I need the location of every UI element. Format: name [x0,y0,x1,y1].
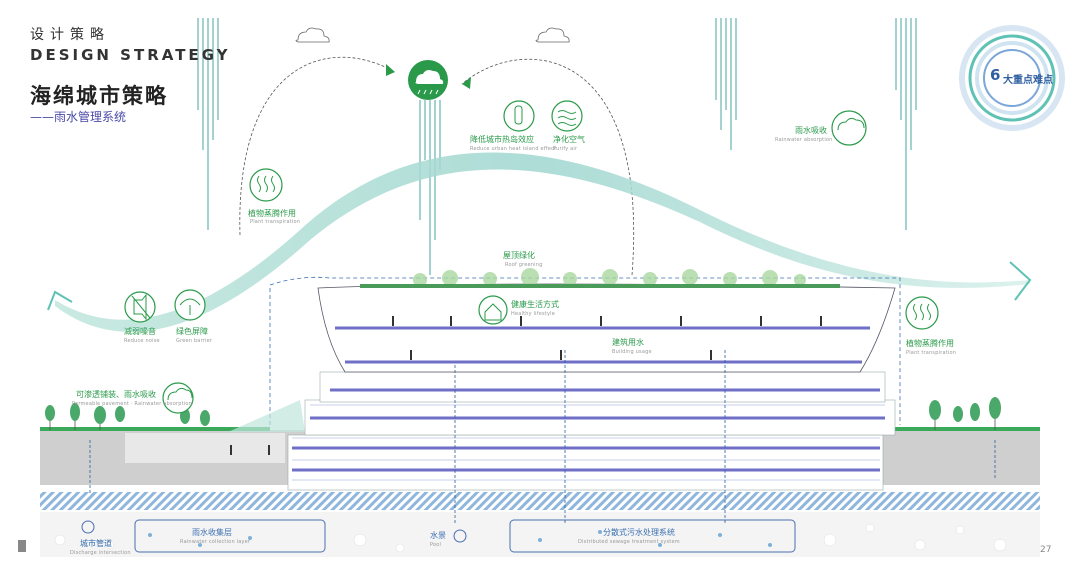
label-purify-air-en: Purify air [553,146,578,152]
label-noise: 减弱噪音 [124,327,156,336]
label-sewer: 城市管道 [80,539,112,548]
page-title: 海绵城市策略 [30,84,168,108]
page-subtitle: ——雨水管理系统 [30,110,127,124]
label-heat-island: 降低城市热岛效应 [470,135,534,144]
label-transpiration-right-en: Plant transpiration [906,350,957,356]
roof-trees [413,268,806,287]
label-rain-absorb: 雨水吸收 [795,126,827,135]
title-en: DESIGN STRATEGY [30,46,231,64]
label-sewer-en: Discharge intersection [70,550,131,556]
target-badge [959,25,1065,131]
page-number: 27 [1040,545,1052,555]
trees [45,397,1001,426]
label-storage: 雨水收集层 [192,528,232,537]
label-transpiration-right: 植物蒸腾作用 [906,339,954,348]
title-cn-small: 设计策略 [30,27,110,43]
storage-tank [134,519,326,553]
label-waterscape-en: Pool [430,542,442,548]
label-healthy-life: 健康生活方式 [511,300,559,309]
label-heat-island-en: Reduce urban heat island effect [470,146,557,152]
people [230,316,822,455]
label-green-barrier: 绿色屏障 [176,327,208,336]
cloud-icon [295,27,570,43]
drainage-arrows [89,350,996,525]
rain-lines [197,18,917,275]
label-permeable-en: Permeable pavement · Rainwater absorptio… [72,401,192,407]
label-transpiration-left: 植物蒸腾作用 [248,209,296,218]
label-building-rain: 建筑用水 [612,338,644,347]
label-transpiration-left-en: Plant transpiration [250,219,301,225]
label-roof-green-en: Roof greening [505,262,543,268]
label-building-rain-en: Building usage [612,349,652,355]
label-separate-en: Distributed sewage treatment system [578,539,680,545]
label-noise-en: Reduce noise [124,338,160,344]
badge-text: 大重点难点 [1003,75,1053,86]
building [228,268,896,491]
label-waterscape: 水景 [430,531,446,540]
label-healthy-life-en: Healthy lifestyle [511,311,555,317]
treatment-tank [509,519,796,553]
label-green-barrier-en: Green barrier [176,338,213,344]
badge-number: 6 [990,66,1001,84]
label-roof-green: 屋顶绿化 [503,251,535,260]
label-purify-air: 净化空气 [553,135,585,144]
label-rain-absorb-en: Rainwater absorption [775,137,833,143]
label-separate: 分散式污水处理系统 [603,528,675,537]
drainage-layer [40,492,1040,510]
label-permeable: 可渗透铺装、雨水吸收 [76,390,156,399]
water-cycle-arcs [239,56,634,276]
label-storage-en: Rainwater collection layer [180,539,251,545]
